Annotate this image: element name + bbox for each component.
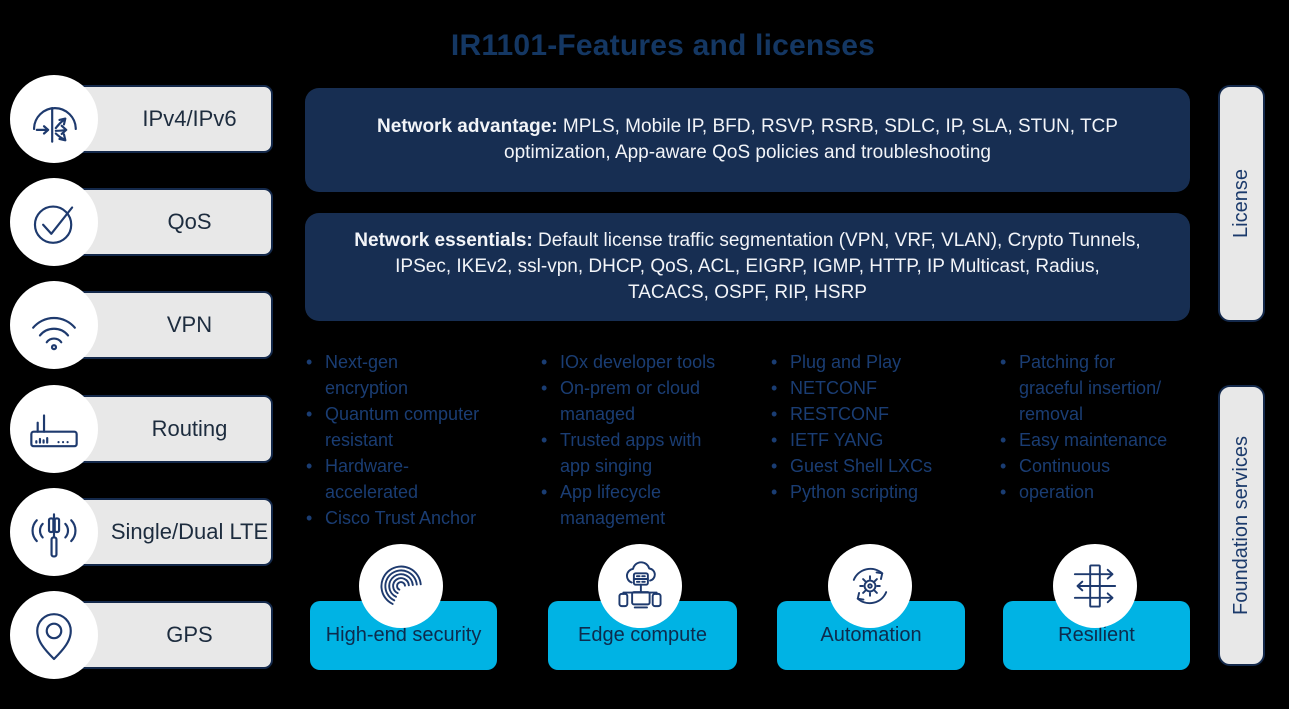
bullet-item: Quantum computer resistant: [303, 401, 518, 453]
bullet-item: Easy maintenance: [997, 427, 1212, 453]
license-side-label-text: License: [1230, 169, 1252, 238]
bullet-item: Guest Shell LXCs: [768, 453, 983, 479]
sidebar-item-label: VPN: [166, 312, 213, 337]
automation-icon: [828, 544, 912, 628]
edge-compute-bullet-list: IOx developer tools On-prem or cloud man…: [538, 349, 753, 531]
gps-pin-icon: [10, 591, 98, 679]
bullet-item: Hardware- accelerated: [303, 453, 518, 505]
foundation-services-side-label-text: Foundation services: [1230, 436, 1252, 615]
bullet-item: NETCONF: [768, 375, 983, 401]
bullet-item: IETF YANG: [768, 427, 983, 453]
chip-label: High-end security: [325, 624, 482, 646]
network-advantage-box: Network advantage: MPLS, Mobile IP, BFD,…: [305, 88, 1190, 192]
sidebar-item-label: QoS: [167, 209, 212, 234]
resilient-icon: [1053, 544, 1137, 628]
bullet-item: operation: [997, 479, 1212, 505]
wifi-icon: [10, 281, 98, 369]
qos-check-icon: [10, 178, 98, 266]
sidebar-item-label: Single/Dual LTE: [110, 519, 269, 544]
foundation-services-side-label: Foundation services: [1218, 385, 1265, 666]
page-title: IR1101-Features and licenses: [450, 29, 876, 62]
bullet-item: Next-gen encryption: [303, 349, 518, 401]
edge-compute-icon: [598, 544, 682, 628]
bullet-item: Cisco Trust Anchor: [303, 505, 518, 531]
sidebar-label-box: Routing: [64, 395, 273, 463]
sidebar-item-vpn: VPN: [10, 281, 273, 369]
sidebar-item-qos: QoS: [10, 178, 273, 266]
resilient-bullet-list: Patching for graceful insertion/ removal…: [997, 349, 1212, 505]
sidebar-item-ipv4-ipv6: IPv4/IPv6: [10, 75, 273, 163]
bullet-item: Python scripting: [768, 479, 983, 505]
sidebar-item-label: Routing: [151, 416, 228, 441]
lte-antenna-icon: [10, 488, 98, 576]
network-advantage-text: Network advantage: MPLS, Mobile IP, BFD,…: [377, 116, 1118, 163]
chip-label: Automation: [820, 624, 922, 646]
sidebar-label-box: VPN: [64, 291, 273, 359]
bullet-item: IOx developer tools: [538, 349, 753, 375]
network-advantage-heading: Network advantage:: [377, 116, 558, 137]
sidebar-item-single-dual-lte: Single/Dual LTE: [10, 488, 273, 576]
sidebar-item-routing: Routing: [10, 385, 273, 473]
chip-label: Resilient: [1058, 624, 1135, 646]
bullet-item: App lifecycle management: [538, 479, 753, 531]
router-icon: [10, 385, 98, 473]
sidebar-item-label: GPS: [166, 622, 213, 647]
fingerprint-icon: [359, 544, 443, 628]
automation-bullet-list: Plug and Play NETCONF RESTCONF IETF YANG…: [768, 349, 983, 505]
bullet-item: On-prem or cloud managed: [538, 375, 753, 427]
bullet-item: Continuous: [997, 453, 1212, 479]
network-essentials-text: Network essentials: Default license traf…: [354, 230, 1141, 303]
bullet-item: Trusted apps with app singing: [538, 427, 753, 479]
sidebar-label-box: Single/Dual LTE: [64, 498, 273, 566]
bullet-item: Patching for graceful insertion/ removal: [997, 349, 1212, 427]
bullet-item: Plug and Play: [768, 349, 983, 375]
sidebar-label-box: IPv4/IPv6: [64, 85, 273, 153]
sidebar-item-label: IPv4/IPv6: [142, 106, 237, 131]
chip-label: Edge compute: [578, 624, 707, 646]
network-essentials-box: Network essentials: Default license traf…: [305, 213, 1190, 321]
sidebar-item-gps: GPS: [10, 591, 273, 679]
ip-traffic-icon: [10, 75, 98, 163]
bullet-item: RESTCONF: [768, 401, 983, 427]
license-side-label: License: [1218, 85, 1265, 322]
security-bullet-list: Next-gen encryption Quantum computer res…: [303, 349, 518, 531]
network-essentials-heading: Network essentials:: [354, 230, 533, 251]
